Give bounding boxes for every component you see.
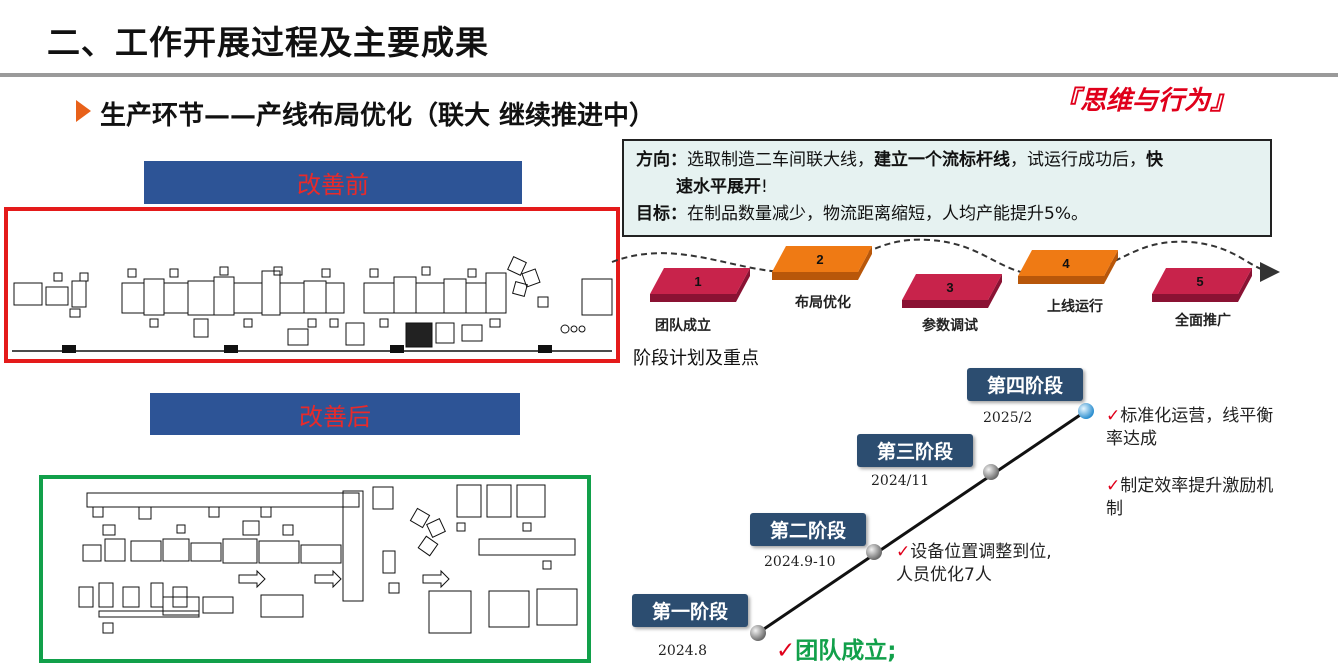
after-layout-drawing [78, 484, 578, 634]
timeline-node-2 [866, 544, 882, 560]
process-step-3: 3 [902, 274, 1002, 308]
note-equipment-text-2: 人员优化7人 [896, 565, 992, 585]
note-incentive-text-1: 制定效率提升激励机 [1120, 476, 1274, 496]
stage-1-label: 第一阶段 [632, 594, 748, 627]
note-standardization-text-1: 标准化运营，线平衡 [1120, 406, 1274, 426]
process-step-number: 3 [946, 280, 953, 295]
stage-4-label: 第四阶段 [967, 368, 1083, 401]
check-icon: ✓ [776, 638, 796, 664]
check-icon: ✓ [1106, 476, 1121, 496]
note-equipment: ✓设备位置调整到位, 人员优化7人 [896, 541, 1096, 587]
process-step-label: 参数调试 [922, 318, 978, 334]
direction-text-3: ! [761, 177, 768, 197]
direction-goal-box: 方向：选取制造二车间联大线，建立一个流标杆线，试运行成功后，快 速水平展开! 目… [622, 139, 1272, 237]
stage-3-label: 第三阶段 [857, 434, 973, 467]
section-subtitle: 生产环节——产线布局优化（联大 继续推进中） [100, 101, 656, 131]
motto-text: 『思维与行为』 [1054, 86, 1237, 116]
note-standardization-line-1: ✓标准化运营，线平衡 [1106, 405, 1316, 428]
process-step-number: 4 [1062, 256, 1070, 271]
direction-bold-2a: 快 [1146, 150, 1163, 170]
timeline-node-1 [750, 625, 766, 641]
stage-plan-label: 阶段计划及重点 [633, 348, 759, 369]
process-step-4: 4 [1018, 250, 1118, 284]
bullet-arrow-icon [76, 100, 91, 122]
process-step-1: 1 [650, 268, 750, 302]
process-step-2: 2 [772, 246, 872, 280]
process-step-number: 2 [816, 252, 823, 267]
goal-label: 目标： [636, 204, 687, 224]
before-layout-drawing [12, 256, 613, 353]
check-icon: ✓ [896, 542, 911, 562]
stage-2-label: 第二阶段 [750, 513, 866, 546]
after-banner: 改善后 [150, 393, 520, 435]
note-standardization: ✓标准化运营，线平衡 率达成 [1106, 405, 1316, 451]
process-step-label: 全面推广 [1175, 313, 1231, 329]
note-incentive-line-1: ✓制定效率提升激励机 [1106, 475, 1316, 498]
direction-line-2: 速水平展开! [636, 174, 1258, 201]
stage-4-date: 2025/2 [983, 410, 1033, 426]
before-layout-frame [4, 207, 620, 363]
page-title: 二、工作开展过程及主要成果 [47, 23, 489, 62]
goal-text: 在制品数量减少，物流距离缩短，人均产能提升5%。 [687, 204, 1088, 224]
note-incentive: ✓制定效率提升激励机 制 [1106, 475, 1316, 521]
timeline-node-4 [1078, 403, 1094, 419]
timeline-line [750, 403, 1094, 641]
direction-label: 方向： [636, 150, 687, 170]
process-step-label: 团队成立 [655, 318, 711, 334]
after-layout-frame [39, 475, 591, 663]
direction-line: 方向：选取制造二车间联大线，建立一个流标杆线，试运行成功后，快 [636, 147, 1258, 174]
direction-text-1: 选取制造二车间联大线， [687, 150, 874, 170]
process-step-label: 上线运行 [1047, 299, 1103, 315]
note-team-established: ✓团队成立; [776, 631, 896, 665]
check-icon: ✓ [1106, 406, 1121, 426]
stage-2-date: 2024.9-10 [764, 554, 836, 570]
timeline-node-3 [983, 464, 999, 480]
note-standardization-text-2: 率达成 [1106, 429, 1157, 449]
note-team-text: 团队成立; [795, 638, 897, 664]
note-equipment-line-1: ✓设备位置调整到位, [896, 541, 1096, 564]
note-equipment-text-1: 设备位置调整到位, [910, 542, 1052, 562]
goal-line: 目标：在制品数量减少，物流距离缩短，人均产能提升5%。 [636, 201, 1258, 228]
direction-bold-1: 建立一个流标杆线 [874, 150, 1010, 170]
process-step-5: 5 [1152, 268, 1252, 302]
stage-3-date: 2024/11 [871, 473, 930, 489]
process-step-label: 布局优化 [795, 295, 851, 311]
direction-bold-2b: 速水平展开 [676, 177, 761, 197]
direction-text-2: ，试运行成功后， [1010, 150, 1146, 170]
before-banner: 改善前 [144, 161, 522, 204]
process-step-number: 5 [1196, 274, 1203, 289]
title-divider [0, 73, 1338, 77]
process-step-number: 1 [694, 274, 701, 289]
note-incentive-text-2: 制 [1106, 499, 1123, 519]
stage-1-date: 2024.8 [658, 643, 707, 659]
